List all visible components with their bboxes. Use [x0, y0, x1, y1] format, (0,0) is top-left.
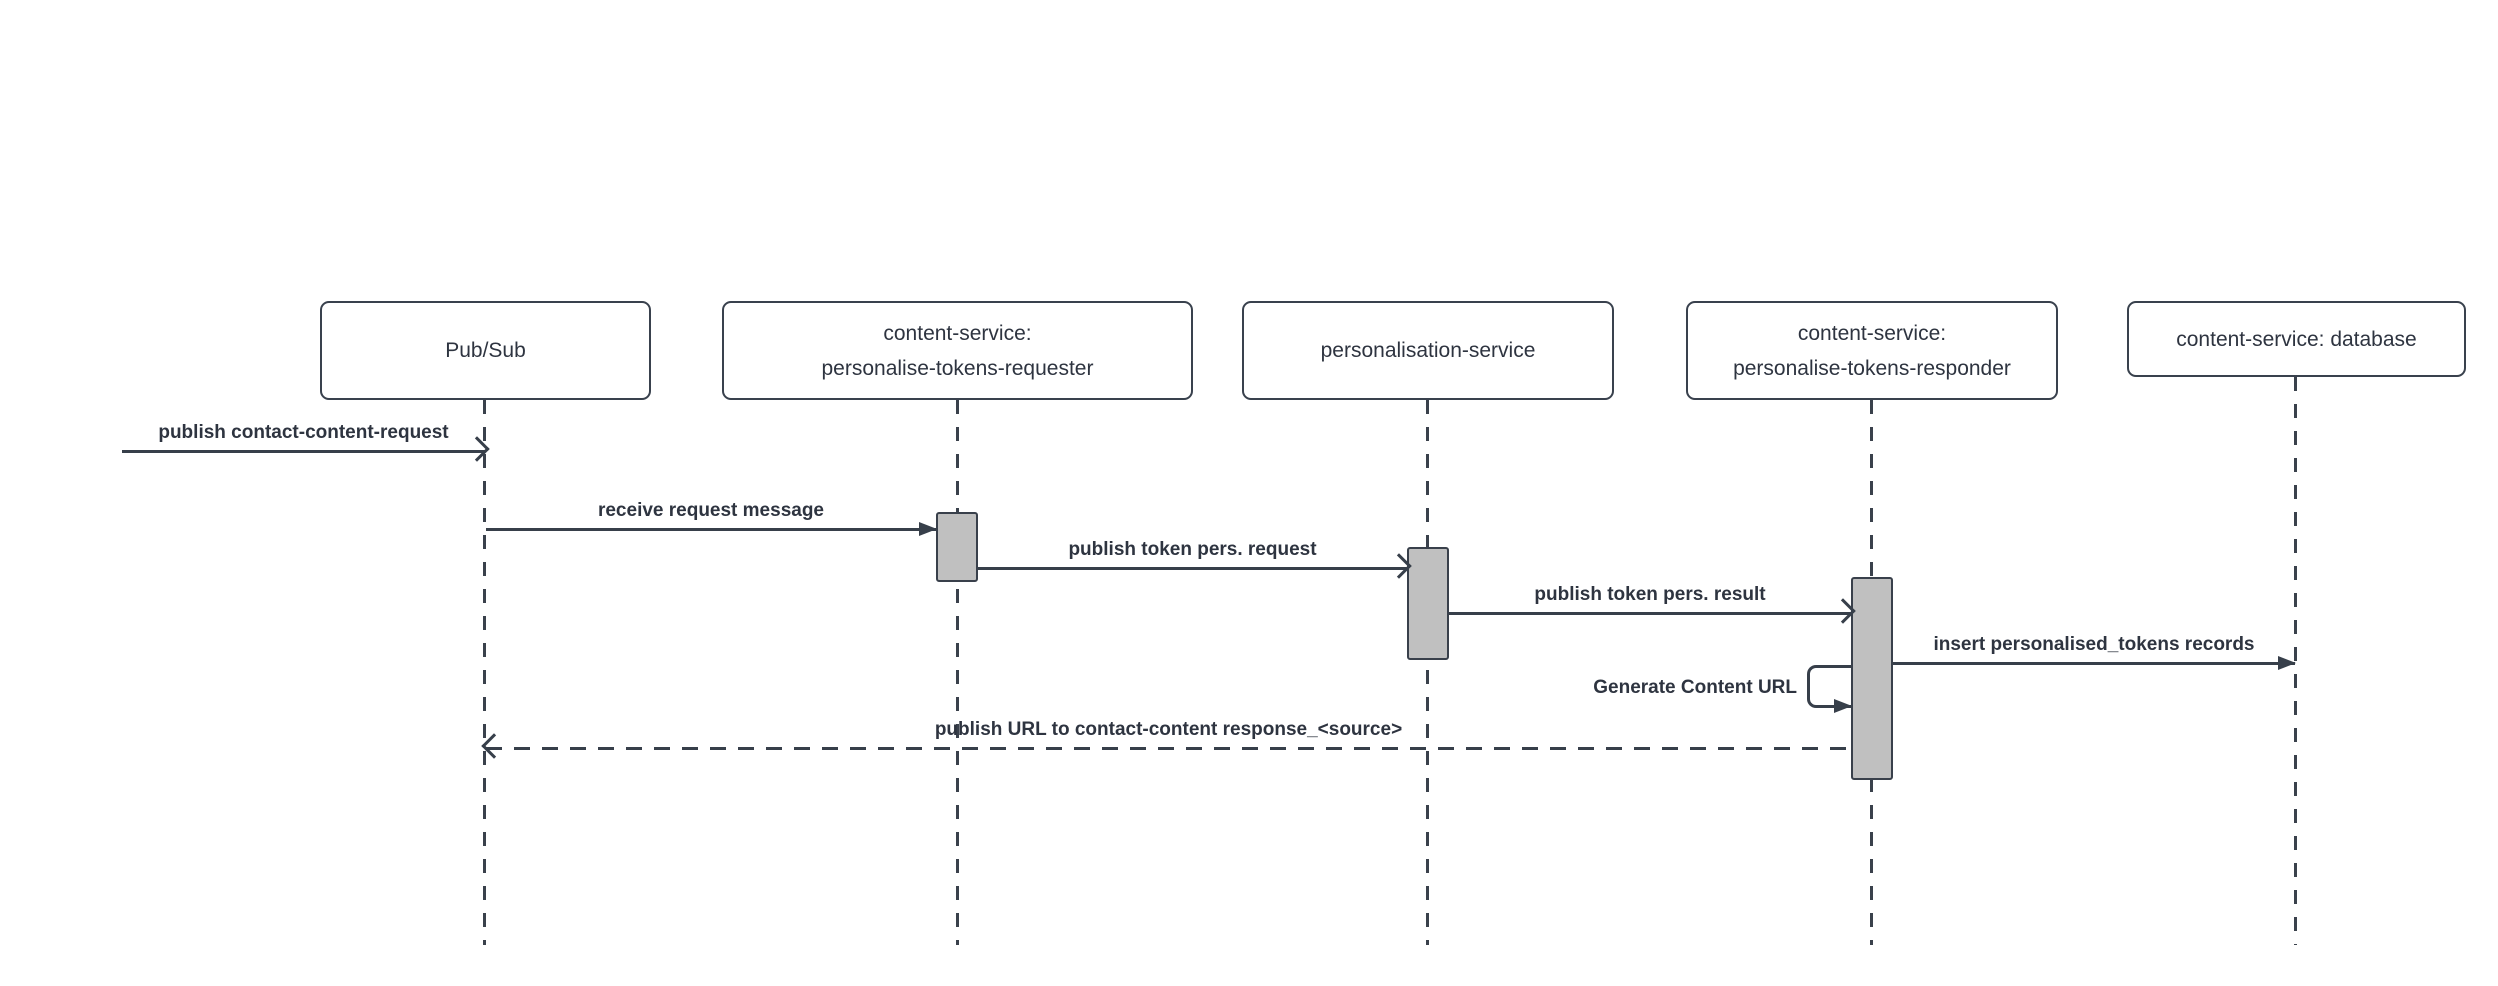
message-label: publish URL to contact-content response_…: [934, 719, 1403, 740]
message-line: [122, 450, 485, 453]
participant-label-line: personalise-tokens-requester: [821, 356, 1094, 380]
participant-label-line: personalisation-service: [1320, 339, 1536, 362]
activation-personalisation-service: [1407, 547, 1449, 660]
filled-arrowhead-icon: [1834, 699, 1852, 713]
participant-label: content-service: personalise-tokens-resp…: [1733, 316, 2011, 386]
participant-requester: content-service: personalise-tokens-requ…: [722, 301, 1193, 400]
message-line: [1449, 612, 1851, 615]
participant-label-line: content-service: database: [2176, 327, 2417, 351]
participant-label-line: content-service:: [883, 321, 1032, 345]
message-line-dashed: [486, 747, 1851, 750]
message-label: publish token pers. request: [1068, 539, 1317, 560]
participant-label: Pub/Sub: [445, 333, 526, 368]
message-line: [1893, 662, 2295, 665]
message-label: insert personalised_tokens records: [1933, 634, 2255, 655]
participant-label: content-service: database: [2176, 322, 2416, 357]
lifeline-personalisation-service: [1426, 400, 1429, 945]
participant-personalisation-service: personalisation-service: [1242, 301, 1614, 400]
lifeline-requester: [956, 400, 959, 945]
message-label: publish token pers. result: [1534, 584, 1766, 605]
self-message-loop: [1807, 665, 1851, 708]
participant-pubsub: Pub/Sub: [320, 301, 651, 400]
participant-label-line: content-service:: [1797, 321, 1947, 345]
filled-arrowhead-icon: [919, 522, 937, 536]
message-line: [978, 567, 1407, 570]
participant-database: content-service: database: [2127, 301, 2466, 377]
message-label: receive request message: [597, 500, 825, 521]
activation-requester: [936, 512, 978, 582]
participant-label-line: Pub/Sub: [445, 339, 526, 362]
participant-label: content-service: personalise-tokens-requ…: [822, 316, 1094, 386]
participant-label-line: personalise-tokens-responder: [1733, 356, 2011, 380]
participant-responder: content-service: personalise-tokens-resp…: [1686, 301, 2058, 400]
message-label-generate-content-url: Generate Content URL: [1593, 677, 1797, 698]
message-label: publish contact-content-request: [158, 422, 449, 443]
lifeline-pubsub: [483, 400, 486, 945]
message-line: [486, 528, 936, 531]
participant-label: personalisation-service: [1321, 333, 1536, 368]
activation-responder: [1851, 577, 1893, 780]
filled-arrowhead-icon: [2278, 656, 2296, 670]
